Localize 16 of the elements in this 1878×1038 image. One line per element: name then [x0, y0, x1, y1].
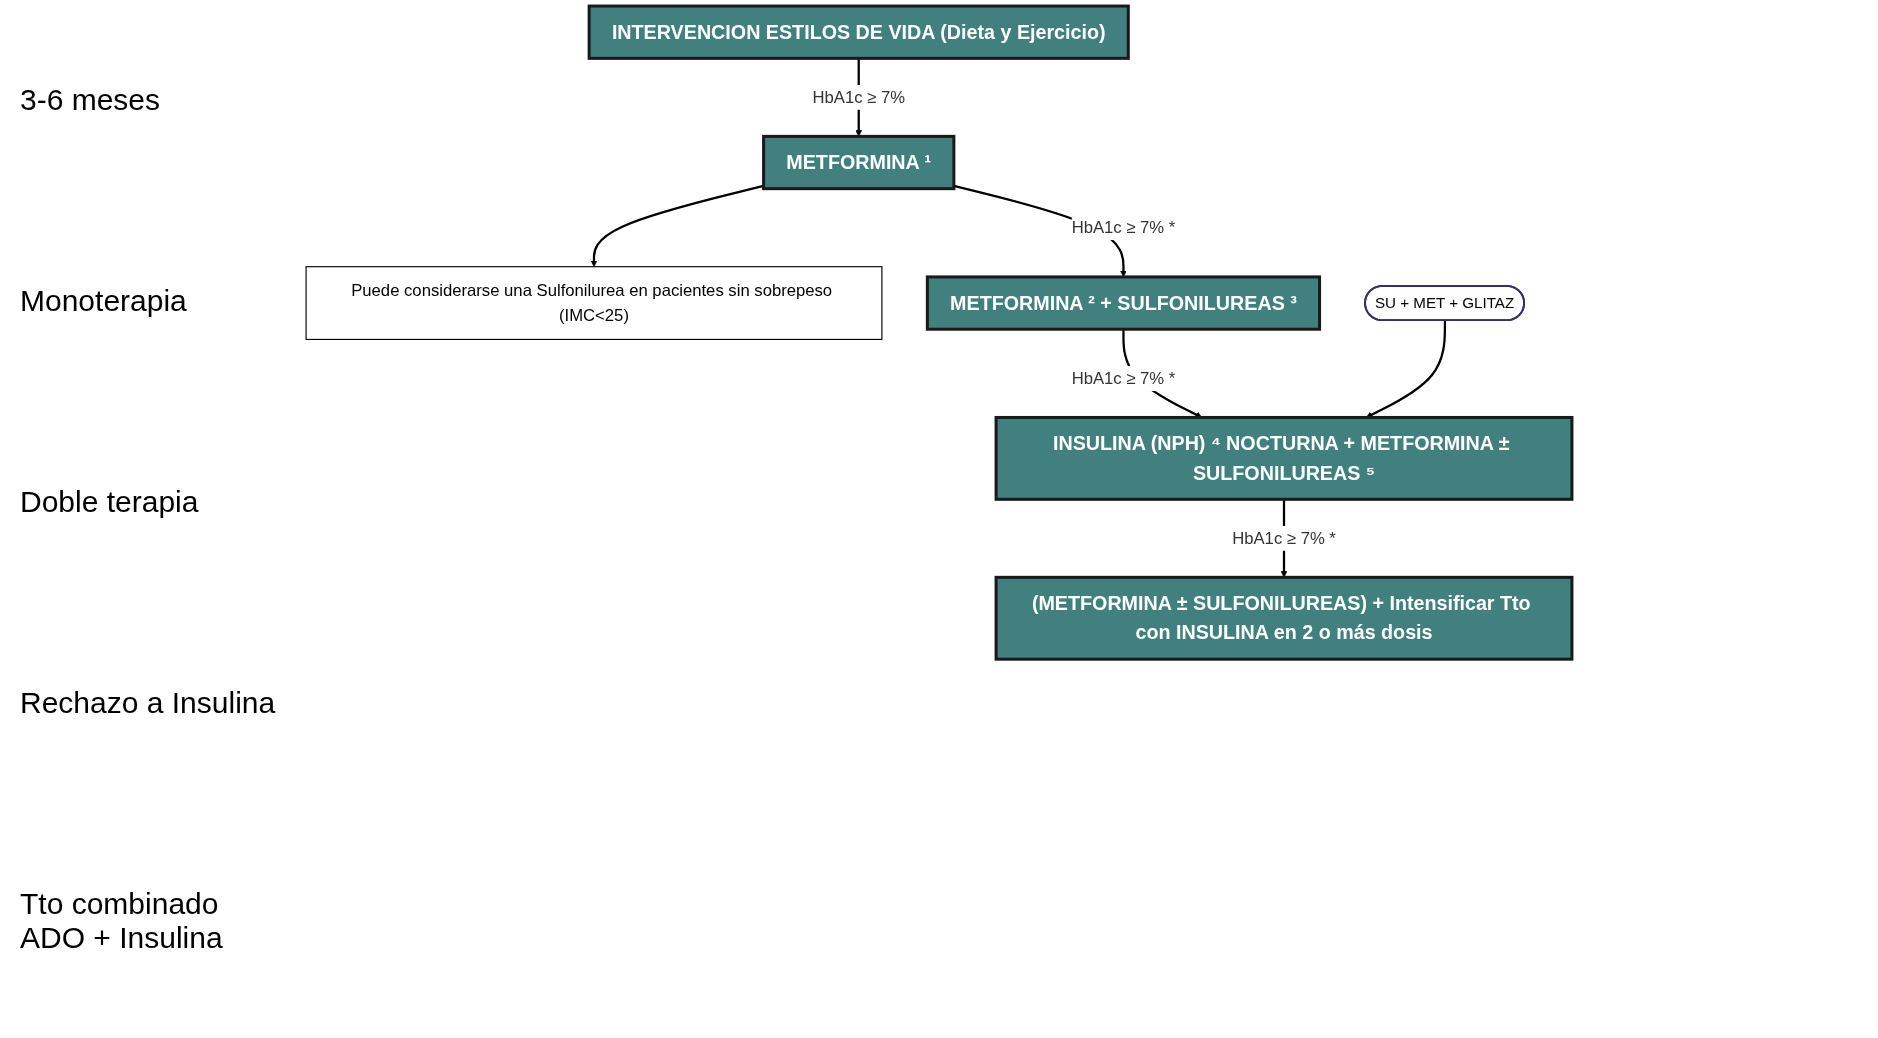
- node-box: METFORMINA ¹: [762, 134, 956, 191]
- node-box: INTERVENCION ESTILOS DE VIDA (Dieta y Ejercicio): [587, 4, 1130, 60]
- edge-label: HbA1c ≥ 7% *: [1071, 368, 1176, 388]
- node-box: METFORMINA ² + SULFONILUREAS ³: [925, 275, 1322, 331]
- node-box: (METFORMINA ± SULFONILUREAS) + Intensificar Tto con INSULINA en 2 o más dosis: [994, 575, 1574, 661]
- section-label: Monoterapia: [20, 284, 188, 319]
- node-box: Puede considerarse una Sulfonilurea en pacientes sin sobrepeso (IMC<25): [305, 266, 883, 340]
- section-label: Tto combinado ADO + Insulina: [20, 886, 224, 955]
- edge-label: HbA1c ≥ 7%: [812, 87, 905, 107]
- edge-label: HbA1c ≥ 7% *: [1071, 218, 1176, 238]
- edge-label: HbA1c ≥ 7% *: [1232, 528, 1336, 548]
- section-label: 3-6 meses: [20, 83, 162, 118]
- node-box: INSULINA (NPH) ⁴ NOCTURNA + METFORMINA ± SULFONILUREAS ⁵: [994, 415, 1574, 501]
- section-label: Rechazo a Insulina: [20, 685, 277, 720]
- arrow: [1365, 320, 1447, 418]
- section-label: Doble terapia: [20, 485, 200, 519]
